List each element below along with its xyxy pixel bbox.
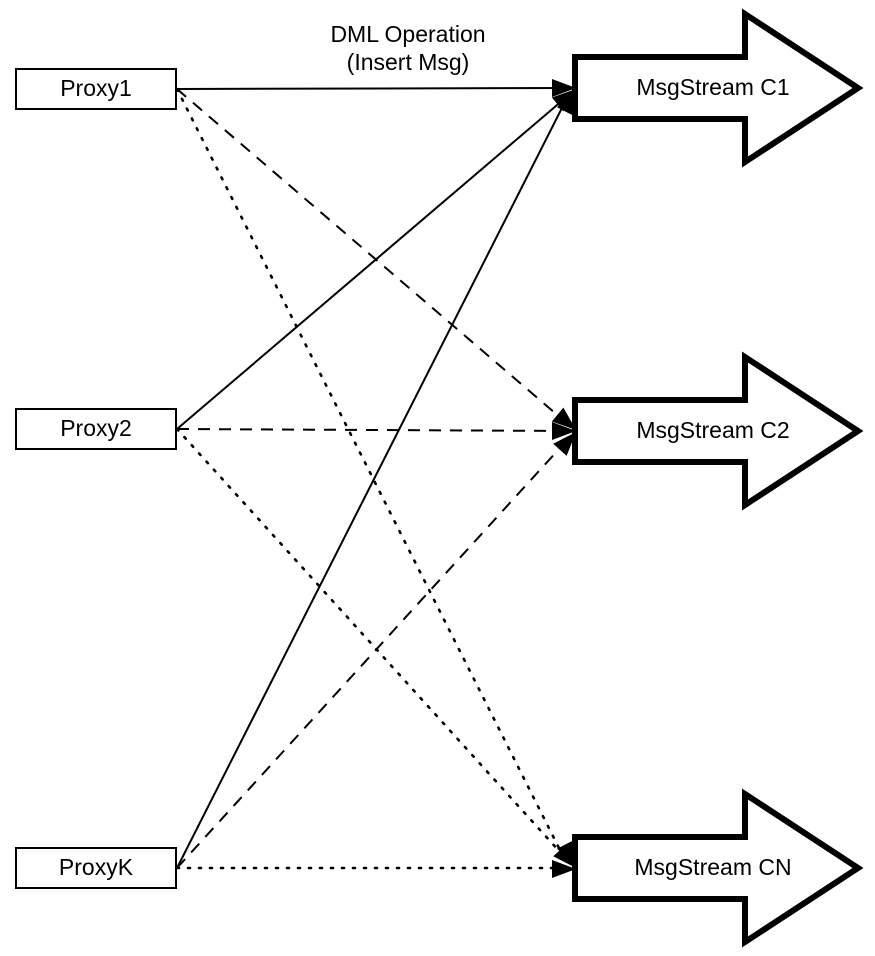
- proxy-box-proxyk: [15, 847, 177, 889]
- edge-p1-c1: [176, 87, 574, 90]
- edge-caption-line2: (Insert Msg): [347, 49, 470, 75]
- edge-caption-line1: DML Operation: [330, 21, 485, 47]
- stream-label-c1: MsgStream C1: [636, 74, 789, 100]
- stream-arrow-shape-c1: [572, 8, 864, 168]
- edge-p2-cn: [175, 427, 571, 864]
- stream-arrow-shape-c2: [572, 351, 864, 511]
- stream-label-cn: MsgStream CN: [634, 854, 791, 880]
- arrowhead-head-cn-c: [552, 860, 576, 878]
- arrowhead-head-c1-c: [557, 90, 576, 116]
- edge-p1-c2: [176, 88, 570, 426]
- arrowhead-head-c2-b: [552, 422, 576, 440]
- arrowhead-head-c1-a: [552, 79, 576, 97]
- arrowhead-head-cn-b: [553, 844, 576, 868]
- edge-pk-c2: [176, 436, 571, 869]
- proxy-label-proxy2: Proxy2: [60, 415, 132, 441]
- proxy-box-proxy1: [15, 68, 177, 110]
- arrowheads-layer: [551, 79, 576, 878]
- proxy-box-proxy2: [15, 408, 177, 450]
- streams-layer: MsgStream C1 MsgStream C2 MsgStream CN: [572, 8, 864, 948]
- proxy-label-proxyk: ProxyK: [59, 854, 134, 880]
- stream-arrow-c2[interactable]: MsgStream C2: [572, 351, 864, 511]
- edge-p1-cn: [175, 87, 568, 864]
- edge-pk-c1: [176, 97, 568, 869]
- arrowhead-head-c1-b: [551, 89, 576, 112]
- proxy-node-proxyk[interactable]: ProxyK: [15, 847, 177, 889]
- proxy-node-proxy2[interactable]: Proxy2: [15, 408, 177, 450]
- proxy-label-proxy1: Proxy1: [60, 75, 132, 101]
- arrowhead-head-c2-c: [553, 432, 576, 456]
- edge-p2-c2: [176, 428, 574, 432]
- edges-layer: [175, 87, 575, 870]
- stream-arrow-c1[interactable]: MsgStream C1: [572, 8, 864, 168]
- arrowhead-head-c2-a: [551, 407, 576, 430]
- stream-label-c2: MsgStream C2: [636, 417, 789, 443]
- stream-arrow-cn[interactable]: MsgStream CN: [572, 788, 864, 948]
- stream-arrow-shape-cn: [572, 788, 864, 948]
- proxy-node-proxy1[interactable]: Proxy1: [15, 68, 177, 110]
- edge-p2-c1: [176, 93, 571, 430]
